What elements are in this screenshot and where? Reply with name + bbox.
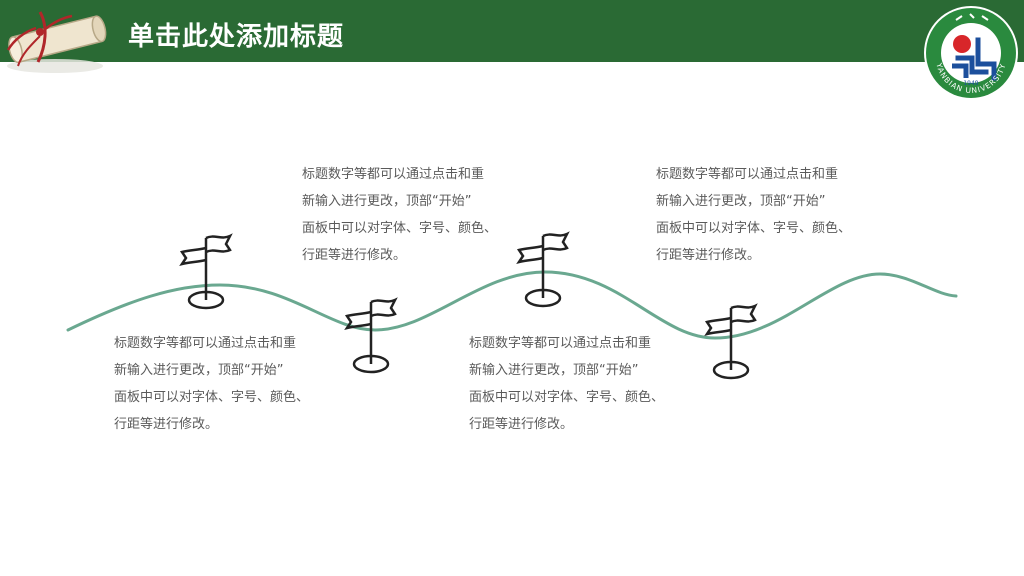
text-line: 行距等进行修改。 [469, 417, 574, 432]
text-line: 新输入进行更改，顶部“开始” [656, 194, 826, 209]
flag-icon [179, 233, 233, 310]
text-line: 标题数字等都可以通过点击和重 [114, 336, 297, 351]
text-line: 标题数字等都可以通过点击和重 [469, 336, 652, 351]
text-line: 面板中可以对字体、字号、颜色、 [302, 221, 498, 236]
text-block-2[interactable]: 标题数字等都可以通过点击和重 新输入进行更改，顶部“开始” 面板中可以对字体、字… [302, 161, 538, 269]
text-block-3[interactable]: 标题数字等都可以通过点击和重 新输入进行更改，顶部“开始” 面板中可以对字体、字… [469, 330, 705, 438]
text-line: 行距等进行修改。 [302, 248, 407, 263]
flag-icon [516, 231, 570, 308]
text-line: 标题数字等都可以通过点击和重 [302, 167, 485, 182]
flag-icon [344, 297, 398, 374]
text-line: 新输入进行更改，顶部“开始” [469, 363, 639, 378]
text-line: 新输入进行更改，顶部“开始” [114, 363, 284, 378]
text-line: 行距等进行修改。 [114, 417, 219, 432]
header-bar [0, 0, 1024, 62]
text-line: 新输入进行更改，顶部“开始” [302, 194, 472, 209]
text-line: 行距等进行修改。 [656, 248, 761, 263]
text-line: 面板中可以对字体、字号、颜色、 [656, 221, 852, 236]
text-block-4[interactable]: 标题数字等都可以通过点击和重 新输入进行更改，顶部“开始” 面板中可以对字体、字… [656, 161, 892, 269]
logo-year: 1949 [963, 80, 978, 87]
text-block-1[interactable]: 标题数字等都可以通过点击和重 新输入进行更改，顶部“开始” 面板中可以对字体、字… [114, 330, 350, 438]
scroll-icon [6, 11, 107, 73]
university-seal-icon: 1949 YANBIAN UNIVERSITY [924, 6, 1018, 100]
flag-icon [704, 303, 758, 380]
text-line: 面板中可以对字体、字号、颜色、 [114, 390, 310, 405]
text-line: 标题数字等都可以通过点击和重 [656, 167, 839, 182]
page-title[interactable]: 单击此处添加标题 [128, 22, 345, 52]
text-line: 面板中可以对字体、字号、颜色、 [469, 390, 665, 405]
